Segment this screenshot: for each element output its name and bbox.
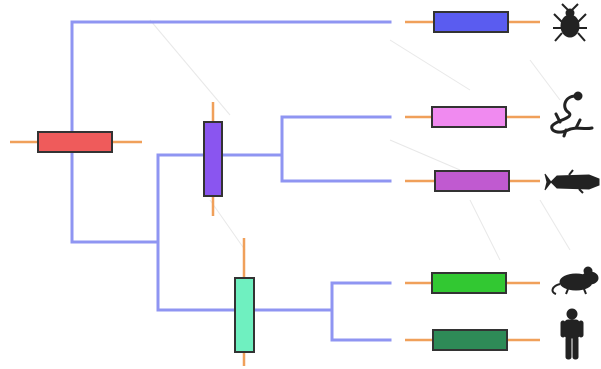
tip-box-4: [431, 272, 507, 294]
tip-box-3: [434, 170, 510, 192]
node-box-root: [37, 131, 113, 153]
mouse-icon: [551, 266, 599, 295]
node-boxes: [37, 11, 510, 353]
organism-icons: [544, 3, 600, 360]
node-box-c: [234, 277, 255, 353]
tip-box-5: [432, 329, 508, 351]
node-box-b: [203, 121, 223, 197]
whiskers: [10, 20, 540, 366]
fish-icon: [544, 169, 600, 194]
human-icon: [560, 308, 584, 360]
tip-box-1: [433, 11, 509, 33]
guide-lines: [149, 19, 571, 261]
insect-icon: [553, 3, 587, 42]
tip-box-2: [431, 106, 507, 128]
lizard-icon: [550, 91, 594, 138]
tree-branches: [70, 20, 392, 342]
